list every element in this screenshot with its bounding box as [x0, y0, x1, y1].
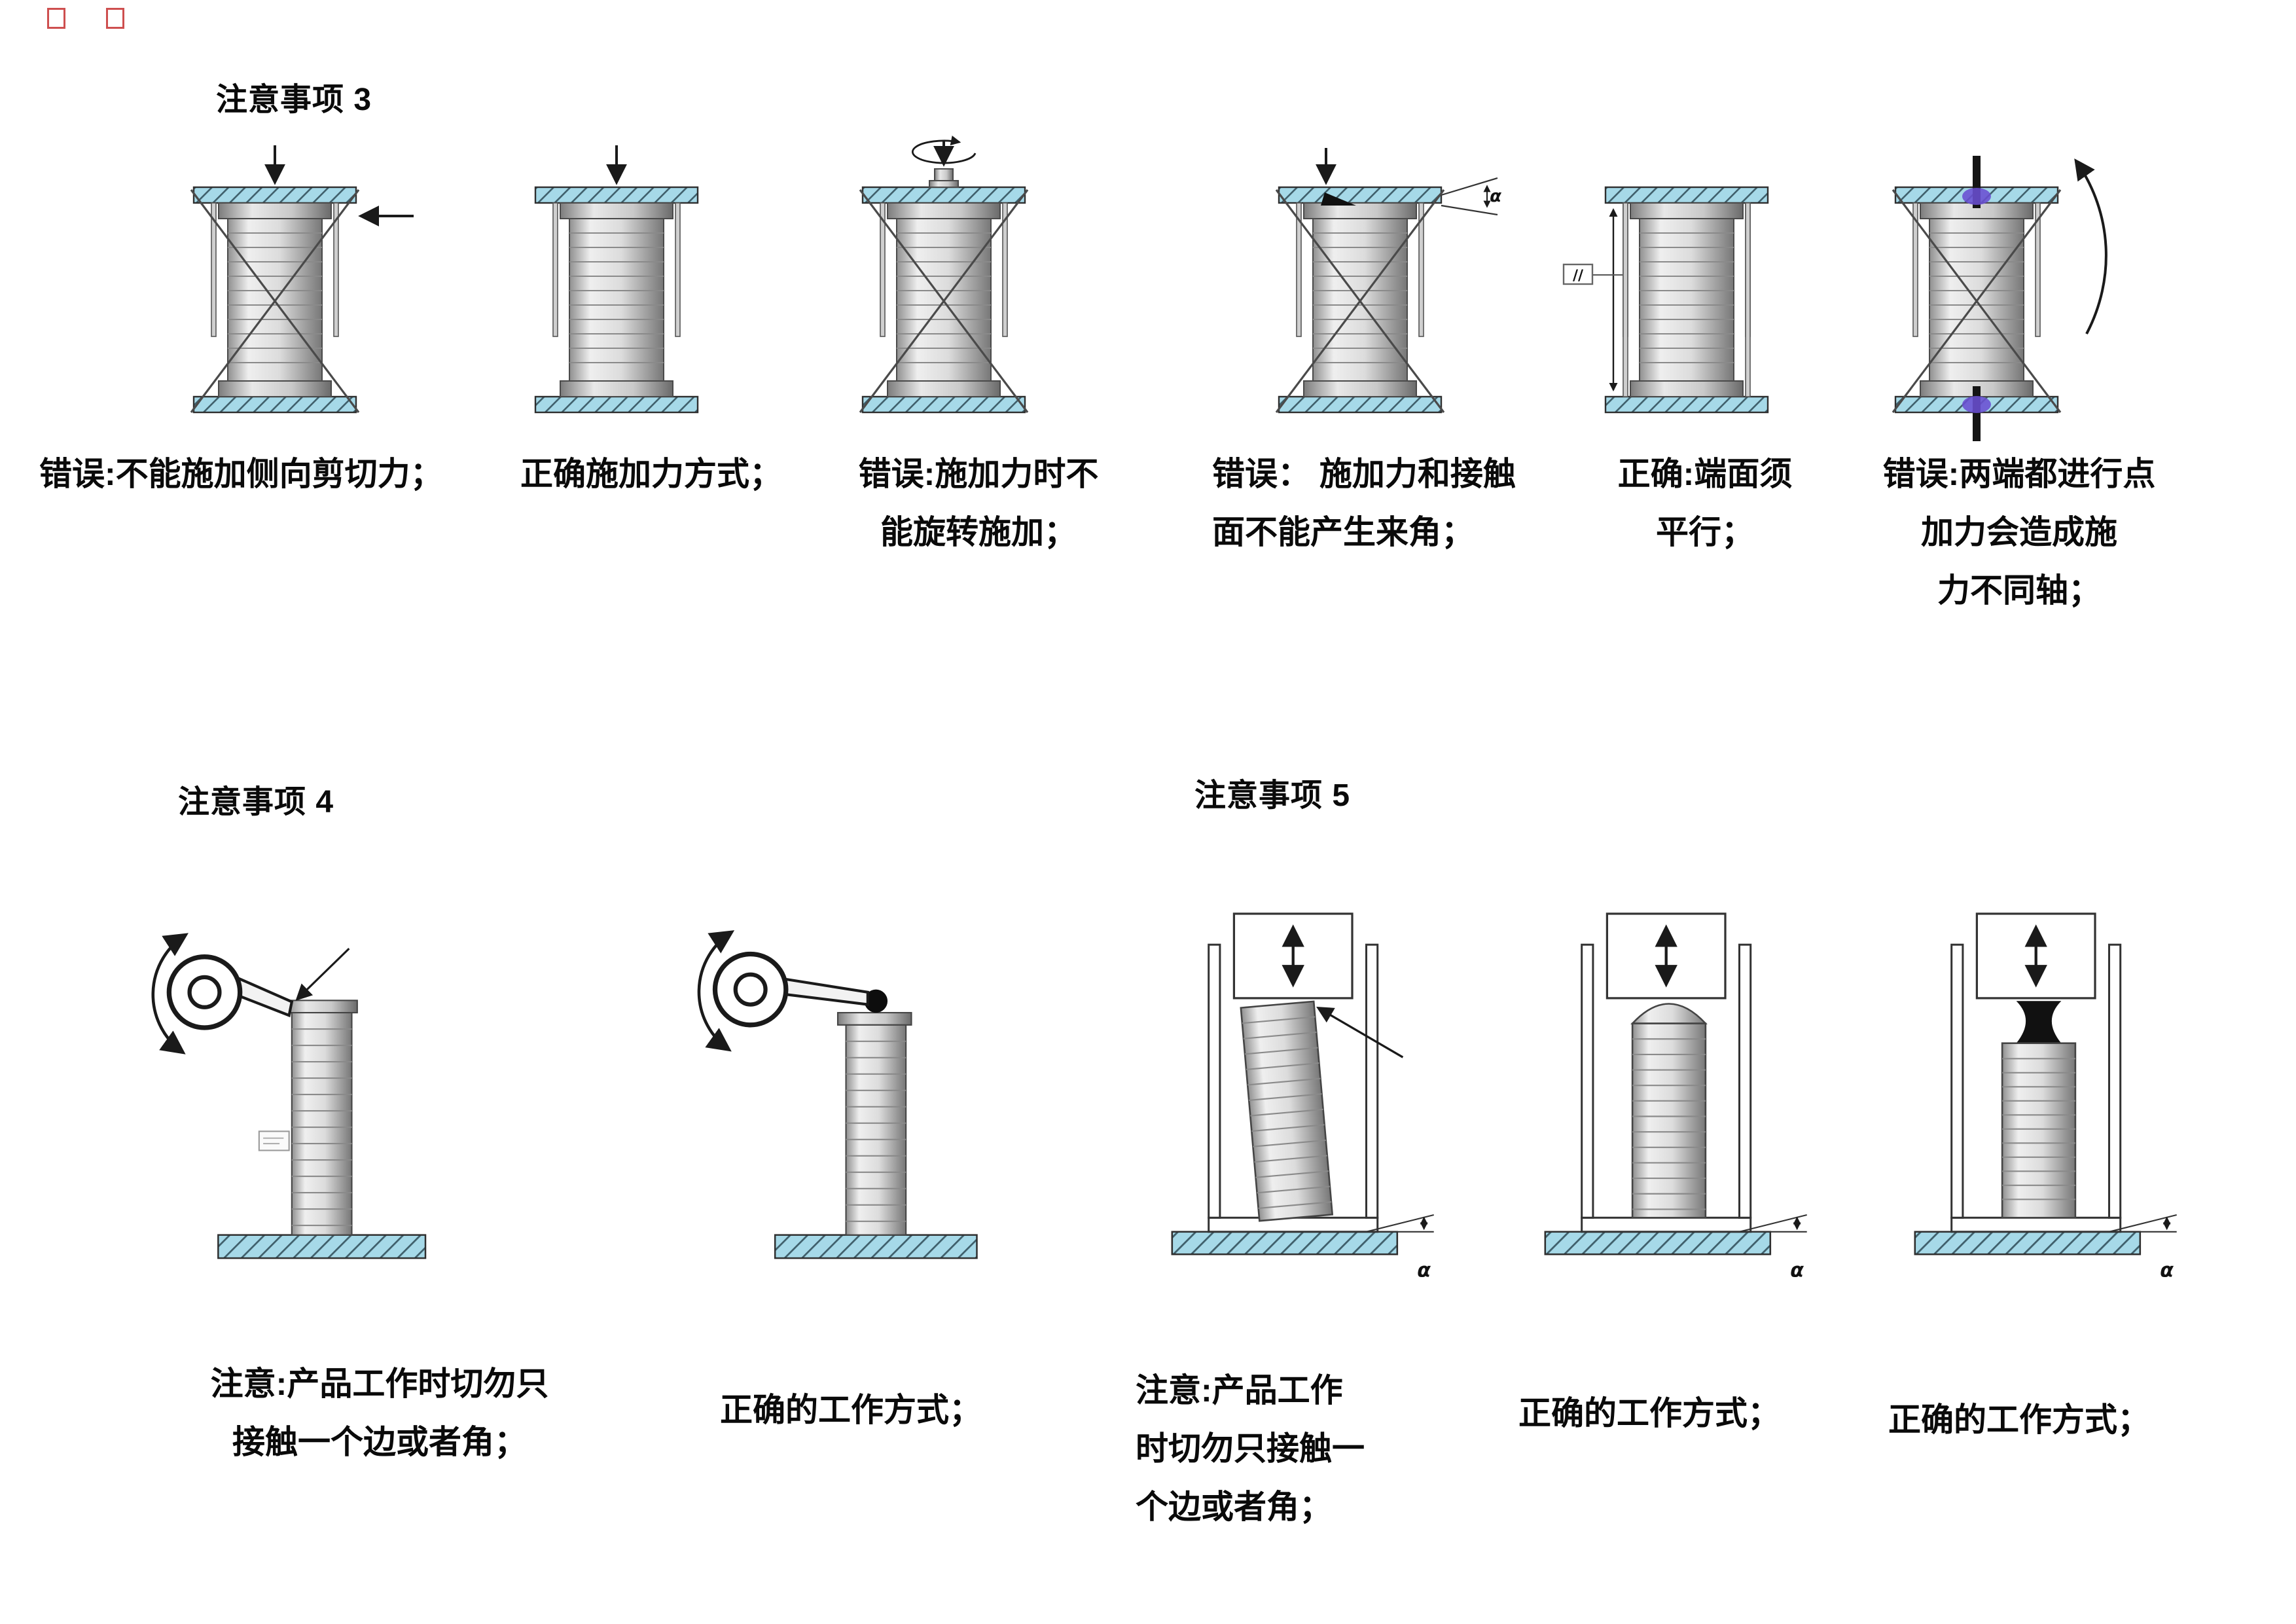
figure-caption: 错误： 施加力和接触 面不能产生来角；: [1212, 456, 1516, 550]
corner-artifact: [106, 8, 124, 29]
section-title-note4: 注意事项 4: [178, 785, 334, 820]
section-title-note3: 注意事项 3: [216, 82, 372, 117]
figure-caption: 错误:两端都进行点 加力会造成施 力不同轴；: [1882, 456, 2156, 609]
alpha-label: α: [1490, 187, 1501, 206]
contact-highlight: [1962, 188, 1991, 205]
section-title-note5: 注意事项 5: [1194, 778, 1351, 813]
hatched-base: [217, 1234, 427, 1259]
angle-line: [1441, 177, 1498, 196]
angle-line: [1441, 204, 1498, 216]
contact-point-arrow-icon: [295, 948, 350, 1001]
figure-caption: 正确:端面须 平行；: [1617, 456, 1793, 550]
contact-point-arrow-icon: [1316, 1007, 1404, 1058]
dome-top: [1630, 1003, 1708, 1024]
stack-cap: [283, 1000, 358, 1014]
ribbed-stack: [1631, 1022, 1707, 1219]
ribbed-stack: [2001, 1042, 2077, 1219]
figure-frame-edge-contact-warning: α: [1155, 877, 1437, 1282]
stack-cap: [836, 1012, 912, 1026]
ribbed-stack: [291, 1012, 353, 1236]
figure-caption: 正确施加力方式；: [520, 456, 782, 492]
tilted-ribbed-stack: [1240, 1000, 1334, 1222]
label-tag-marks: [263, 1137, 284, 1145]
label-tag: [258, 1130, 290, 1151]
lever-ring-hole: [733, 972, 768, 1007]
bottom-pin: [1973, 386, 1981, 441]
stack-ribs: [846, 1040, 906, 1222]
stud-flange: [929, 180, 959, 188]
contact-highlight: [1962, 396, 1991, 413]
figure-caption: 注意:产品工作 时切勿只接触一 个边或者角；: [1136, 1372, 1365, 1525]
parallelism-tag: [1562, 263, 1594, 285]
figure-lever-edge-contact-warning: [151, 933, 427, 1259]
figure-point-load-error: [1892, 156, 2108, 441]
side-wall: [1623, 202, 1628, 397]
ribbed-stack: [1623, 202, 1751, 397]
rotation-arrow-icon: [912, 135, 977, 164]
figure-rotation-error: [859, 135, 1029, 414]
figure-parallel-faces-correct: //: [1562, 186, 1769, 414]
figure-caption: 注意:产品工作时切勿只 接触一个边或者角；: [210, 1365, 549, 1460]
lever-handle: [777, 977, 869, 1006]
figure-frame-correct-dome: α: [1528, 877, 1810, 1282]
alpha-label: α: [1417, 1259, 1431, 1282]
tilt-rotation-arrow-icon: [2074, 158, 2108, 334]
ribbed-stack: [845, 1024, 907, 1236]
rocking-arrow-icon: [697, 930, 735, 1052]
stack-ribs: [2002, 1058, 2075, 1200]
side-wall: [1745, 202, 1751, 397]
alpha-label: α: [2160, 1259, 2174, 1282]
tilt-wedge: [1321, 192, 1356, 206]
ribbed-stack: [552, 202, 681, 397]
figure-frame-correct-sphere: α: [1898, 877, 2179, 1282]
figure-lever-correct-operation: [697, 930, 978, 1259]
parallelism-symbol: //: [1573, 268, 1584, 284]
spherical-coupling: [2016, 1001, 2062, 1043]
rocking-arrow-icon: [151, 933, 188, 1055]
figure-caption: 正确的工作方式；: [1518, 1395, 1780, 1432]
ball-contact: [864, 989, 888, 1013]
lever-ring-hole: [187, 975, 222, 1009]
hatched-base: [774, 1234, 978, 1259]
stack-ribs: [291, 1028, 352, 1227]
alpha-label: α: [1790, 1259, 1804, 1282]
figure-correct-force: [534, 145, 699, 414]
figure-angled-contact-error: α: [1275, 148, 1501, 414]
stack-ribs: [1632, 1038, 1706, 1210]
figure-lateral-shear-error: [190, 145, 414, 414]
figure-caption: 错误:不能施加侧向剪切力；: [39, 456, 443, 492]
figure-caption: 正确的工作方式；: [720, 1392, 982, 1428]
figure-caption: 错误:施加力时不 能旋转施加；: [858, 456, 1099, 550]
figure-caption: 正确的工作方式；: [1888, 1401, 2150, 1438]
corner-artifact: [47, 8, 65, 29]
